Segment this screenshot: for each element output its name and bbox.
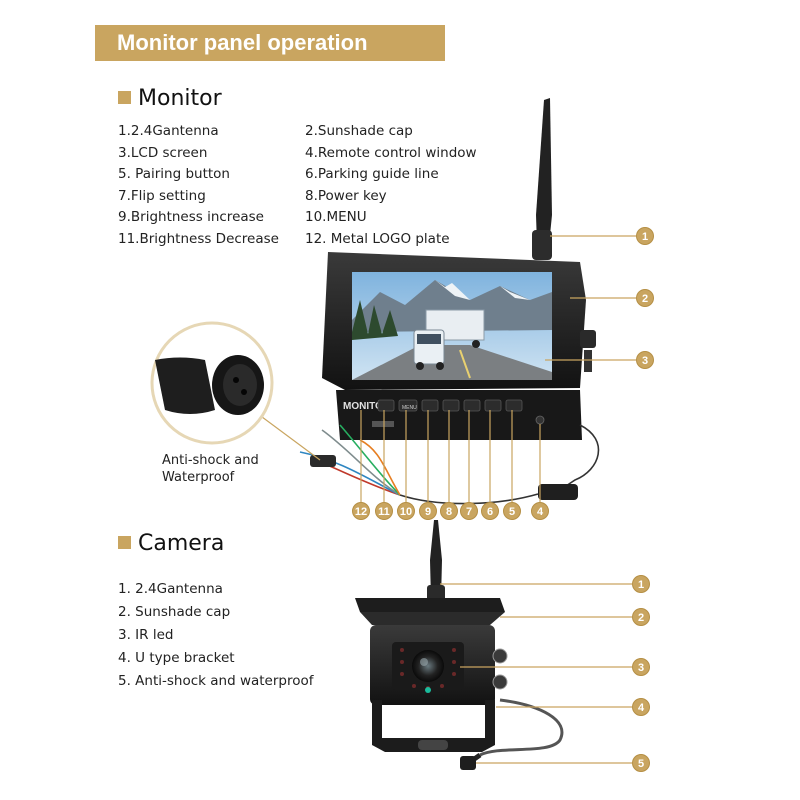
camera-body (355, 598, 508, 705)
pairing-button (505, 399, 523, 412)
callout-badge: 3 (632, 658, 650, 676)
list-item: 9.Brightness increase (118, 209, 264, 226)
monitor-button-panel: MONITOR MENU (336, 390, 582, 440)
brightness-down-button (377, 399, 395, 412)
list-item: 2.Sunshade cap (305, 123, 413, 139)
callout-badge: 7 (460, 502, 478, 520)
menu-button-label: MENU (402, 405, 417, 411)
remote-window-icon (535, 415, 545, 425)
caption-line: Waterproof (162, 470, 235, 485)
camera-cable (460, 698, 564, 770)
callout-badge: 3 (636, 351, 654, 369)
camera-antenna (427, 520, 445, 605)
callout-badge: 4 (531, 502, 549, 520)
callout-badge: 11 (375, 502, 393, 520)
callout-badge: 5 (632, 754, 650, 772)
guide-line-button (484, 399, 502, 412)
camera-bracket (372, 700, 495, 752)
callout-badge: 9 (419, 502, 437, 520)
list-item: 7.Flip setting (118, 187, 206, 204)
monitor-heading: Monitor (118, 86, 222, 111)
callout-badge: 12 (352, 502, 370, 520)
monitor-side-leaders (545, 235, 636, 361)
flip-button (463, 399, 481, 412)
connector-caption: Anti-shock and Waterproof (162, 452, 259, 486)
callout-badge: 1 (632, 575, 650, 593)
callout-badge: 5 (503, 502, 521, 520)
camera-parts: 1. 2.4Gantenna 2. Sunshade cap 3. IR led… (118, 578, 314, 693)
callout-badge: 1 (636, 227, 654, 245)
list-item: 11.Brightness Decrease (118, 230, 279, 247)
list-item: 5. Pairing button (118, 166, 230, 183)
camera-leaders (440, 583, 632, 764)
camera-heading-text: Camera (138, 531, 225, 556)
brightness-up-button (421, 399, 439, 412)
callout-badge: 4 (632, 698, 650, 716)
connector-zoom (150, 321, 321, 461)
menu-button (398, 399, 418, 412)
callout-badge: 2 (632, 608, 650, 626)
list-item: 2. Sunshade cap (118, 604, 231, 620)
section-banner: Monitor panel operation (95, 25, 445, 61)
metal-logo-plate (372, 421, 394, 427)
list-item: 10.MENU (305, 209, 367, 226)
list-item: 1.2.4Gantenna (118, 123, 219, 139)
heading-square-icon (118, 536, 131, 549)
callout-badge: 10 (397, 502, 415, 520)
list-item: 1. 2.4Gantenna (118, 581, 223, 597)
list-item: 3.LCD screen (118, 144, 208, 161)
camera-heading: Camera (118, 531, 224, 556)
callout-badge: 8 (440, 502, 458, 520)
monitor-antenna (532, 98, 552, 260)
caption-line: Anti-shock and (162, 453, 259, 468)
monitor-bottom-leaders (360, 410, 541, 502)
list-item: 12. Metal LOGO plate (305, 230, 450, 247)
list-item: 4.Remote control window (305, 144, 477, 161)
monitor-parts-right: 2.Sunshade cap 4.Remote control window 6… (305, 121, 477, 251)
monitor-brand-label: MONITOR (343, 401, 391, 412)
list-item: 4. U type bracket (118, 650, 235, 666)
list-item: 5. Anti-shock and waterproof (118, 673, 314, 689)
heading-square-icon (118, 91, 131, 104)
list-item: 8.Power key (305, 187, 387, 204)
callout-badge: 6 (481, 502, 499, 520)
monitor-parts-left: 1.2.4Gantenna 3.LCD screen 5. Pairing bu… (118, 121, 279, 251)
list-item: 6.Parking guide line (305, 166, 439, 183)
monitor-heading-text: Monitor (138, 86, 222, 111)
monitor-body (322, 252, 596, 390)
list-item: 3. IR led (118, 627, 174, 643)
power-button (442, 399, 460, 412)
callout-badge: 2 (636, 289, 654, 307)
